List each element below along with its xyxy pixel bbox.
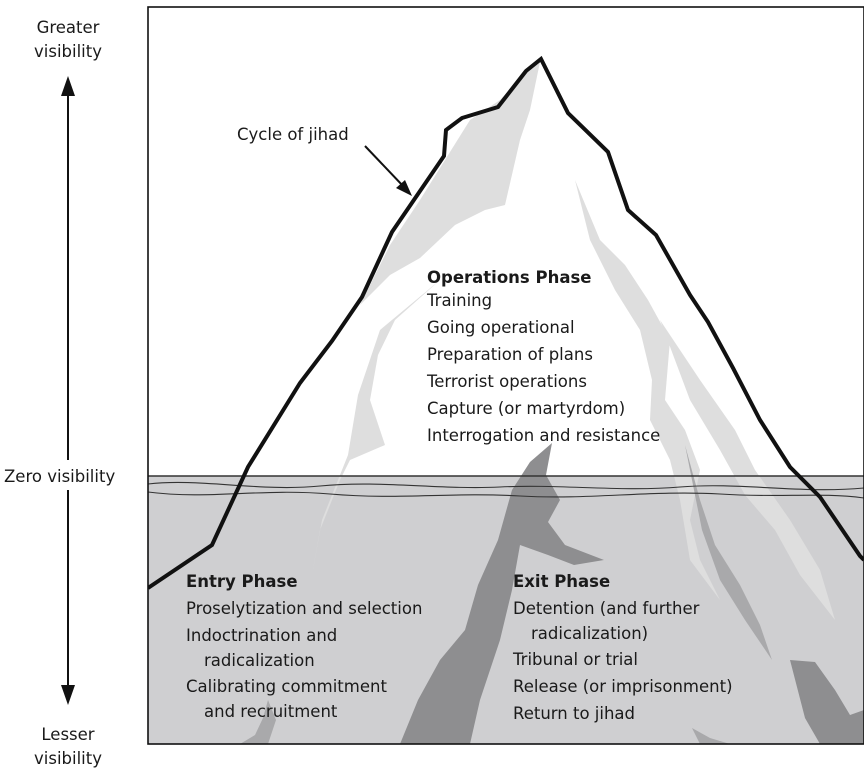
underwater-shade-right [685, 445, 772, 660]
exit-item: Detention (and further [513, 599, 700, 618]
lesser-visibility-line-1: Lesser [41, 725, 94, 744]
callout-arrowhead-icon [396, 180, 412, 196]
greater-visibility-line-2: visibility [34, 42, 102, 61]
exit-item: Return to jihad [513, 704, 635, 723]
underwater-shade-center [400, 443, 604, 744]
diagram-artwork [148, 55, 864, 744]
lesser-visibility-line-2: visibility [34, 749, 102, 768]
entry-item: Indoctrination and [186, 626, 337, 645]
iceberg-highlight-right [575, 180, 720, 600]
underwater-shade-bottom-right [790, 660, 864, 744]
operations-item: Capture (or martyrdom) [427, 399, 625, 418]
arrowhead-down-icon [61, 685, 75, 705]
iceberg-highlight-center [312, 280, 440, 575]
exit-phase-title: Exit Phase [513, 572, 610, 591]
entry-item-continuation: radicalization [204, 651, 315, 670]
entry-item: Calibrating commitment [186, 677, 387, 696]
entry-item-continuation: and recruitment [204, 702, 338, 721]
underwater-shade-left [240, 700, 276, 744]
entry-phase-title: Entry Phase [186, 572, 298, 591]
exit-item: Release (or imprisonment) [513, 677, 733, 696]
operations-phase-title: Operations Phase [427, 268, 591, 287]
wave-line-lower [148, 491, 864, 499]
exit-item: Tribunal or trial [512, 650, 638, 669]
zero-visibility-label: Zero visibility [4, 467, 115, 486]
diagram-frame [147, 6, 864, 745]
operations-item: Training [426, 291, 492, 310]
iceberg-highlight-left [360, 62, 540, 305]
operations-item: Interrogation and resistance [427, 426, 660, 445]
greater-visibility-line-1: Greater [37, 18, 100, 37]
exit-item-continuation: radicalization) [531, 624, 648, 643]
underwater-shade-low [692, 728, 730, 744]
callout-arrow-line [364, 145, 405, 188]
arrowhead-up-icon [61, 76, 75, 96]
iceberg-outline [148, 55, 864, 590]
entry-item: Proselytization and selection [186, 599, 422, 618]
operations-item: Preparation of plans [427, 345, 593, 364]
operations-item: Going operational [427, 318, 575, 337]
operations-item: Terrorist operations [426, 372, 587, 391]
cycle-of-jihad-label: Cycle of jihad [237, 125, 349, 144]
iceberg-highlight-far-right [660, 320, 835, 620]
wave-line-upper [148, 481, 864, 491]
